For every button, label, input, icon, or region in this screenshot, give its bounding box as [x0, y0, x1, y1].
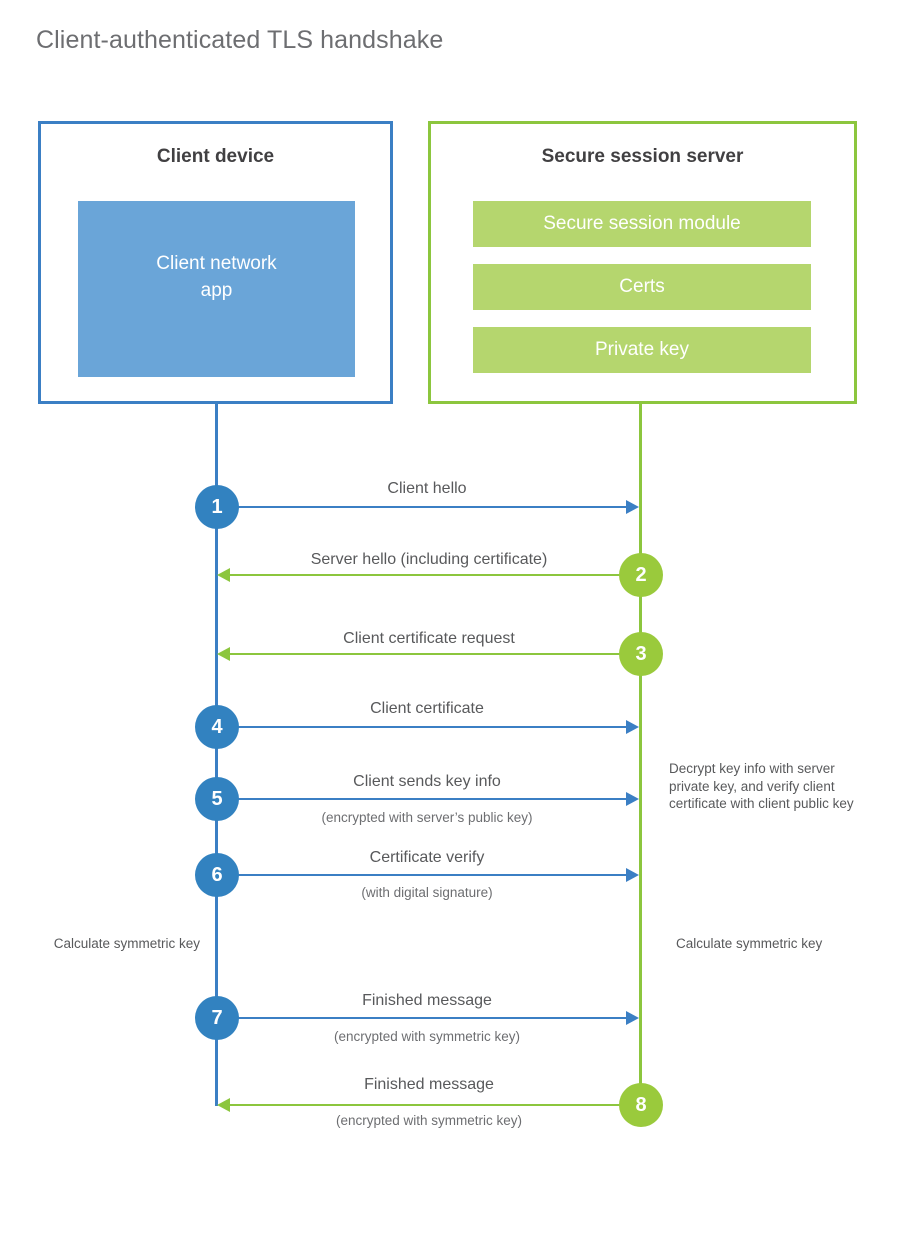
client-lifeline [215, 404, 218, 1106]
step-2-arrow-head-icon [217, 568, 230, 582]
note-server-decrypt: Decrypt key info with server private key… [669, 761, 854, 811]
step-marker-1: 1 [195, 485, 239, 529]
step-7-arrow-head-icon [626, 1011, 639, 1025]
step-3-arrow-line [219, 653, 639, 655]
note-client-calculate-symmetric-key: Calculate symmetric key [53, 936, 200, 951]
step-marker-8: 8 [619, 1083, 663, 1127]
step-3-arrow-head-icon [217, 647, 230, 661]
step-4-label: Client certificate [370, 700, 484, 717]
server-lifeline [639, 404, 642, 1106]
page-title: Client-authenticated TLS handshake [36, 26, 444, 54]
step-8-arrow-line [219, 1104, 639, 1106]
step-2-label: Server hello (including certificate) [310, 551, 548, 568]
step-5-arrow-line [217, 798, 637, 800]
step-4-arrow-head-icon [626, 720, 639, 734]
step-7-label: Finished message [362, 992, 492, 1009]
step-8-arrow-head-icon [217, 1098, 230, 1112]
step-8-sublabel: (encrypted with symmetric key) [335, 1113, 523, 1128]
step-3-label: Client certificate request [343, 630, 515, 647]
secure-session-server-box: Secure session server Secure session mod… [428, 121, 857, 404]
server-component-certs: Certs [473, 264, 811, 310]
step-1-arrow-line [217, 506, 637, 508]
step-marker-3: 3 [619, 632, 663, 676]
step-marker-2: 2 [619, 553, 663, 597]
step-marker-4: 4 [195, 705, 239, 749]
step-6-sublabel: (with digital signature) [361, 885, 493, 900]
note-server-calculate-symmetric-key: Calculate symmetric key [676, 936, 823, 951]
step-1-arrow-head-icon [626, 500, 639, 514]
client-network-app-block: Client network app [78, 201, 355, 377]
step-marker-6: 6 [195, 853, 239, 897]
client-device-title: Client device [156, 146, 275, 167]
step-7-arrow-line [217, 1017, 637, 1019]
step-6-arrow-head-icon [626, 868, 639, 882]
step-marker-7: 7 [195, 996, 239, 1040]
client-device-box: Client device Client network app [38, 121, 393, 404]
client-network-app-label: Client network app [156, 253, 277, 301]
step-7-sublabel: (encrypted with symmetric key) [333, 1029, 521, 1044]
step-6-label: Certificate verify [369, 849, 485, 866]
step-1-label: Client hello [387, 480, 467, 497]
secure-session-server-title: Secure session server [541, 146, 744, 167]
step-5-arrow-head-icon [626, 792, 639, 806]
step-2-arrow-line [219, 574, 639, 576]
step-8-label: Finished message [364, 1076, 494, 1093]
step-5-label: Client sends key info [353, 773, 501, 790]
step-4-arrow-line [217, 726, 637, 728]
step-5-sublabel: (encrypted with server’s public key) [321, 810, 533, 825]
step-6-arrow-line [217, 874, 637, 876]
server-component-private-key: Private key [473, 327, 811, 373]
step-marker-5: 5 [195, 777, 239, 821]
server-component-secure-session-module: Secure session module [473, 201, 811, 247]
